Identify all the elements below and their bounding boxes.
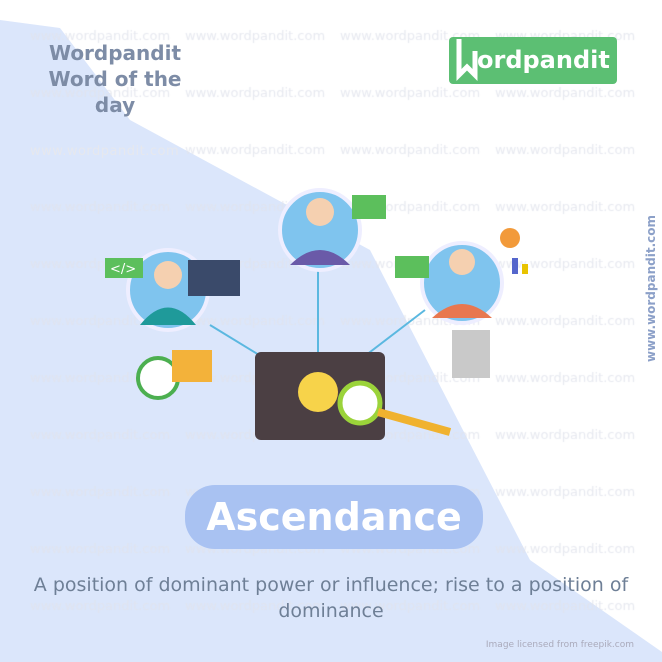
- code-badge: </>: [110, 262, 136, 277]
- image-credit: Image licensed from freepik.com: [485, 640, 634, 650]
- brand-name: Wordpandit: [48, 41, 182, 65]
- bookmark-w-icon: [456, 39, 478, 82]
- magnifier-icon: [337, 380, 383, 426]
- watermark-text: www.wordpandit.com: [30, 144, 180, 159]
- lightbulb-icon: [298, 372, 338, 412]
- brand-subtitle: Word of the day: [48, 67, 182, 117]
- person-center-icon: [278, 188, 362, 272]
- brand-heading: Wordpandit Word of the day: [30, 40, 200, 118]
- logo-text: ordpandit: [477, 46, 610, 74]
- person-right-icon: [420, 241, 504, 325]
- wordpandit-logo: ordpandit: [449, 37, 617, 84]
- definition: A position of dominant power or influenc…: [33, 574, 629, 622]
- word-of-the-day: Ascendance: [185, 485, 483, 549]
- side-url: www.wordpandit.com: [644, 215, 658, 362]
